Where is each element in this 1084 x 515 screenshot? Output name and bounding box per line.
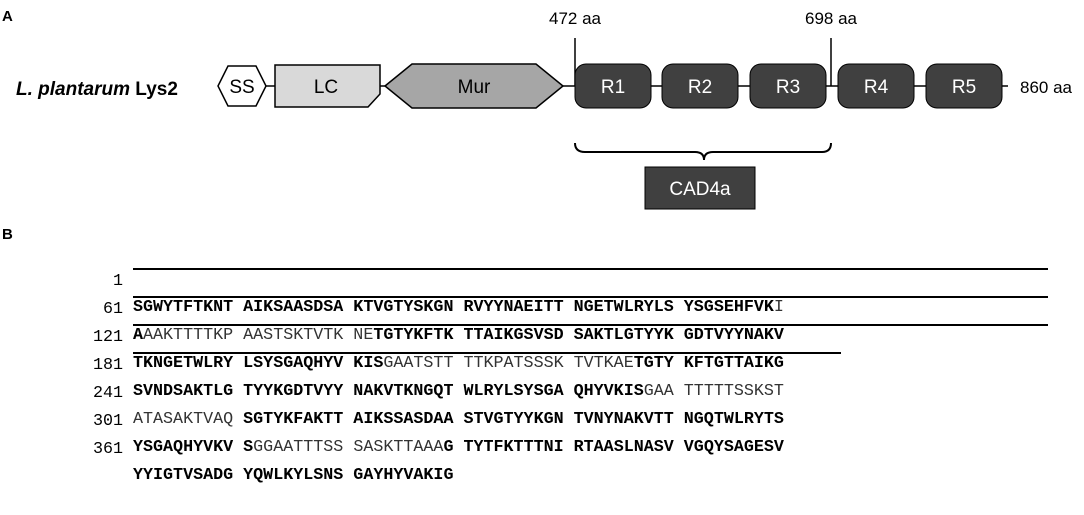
cad4a-region-underline xyxy=(133,268,1048,270)
lc-domain-label: LC xyxy=(314,77,338,98)
sequence-line: 181 SVNDSAKTLG TYYKGDTVYY NAKVTKNGQT WLR… xyxy=(0,327,784,401)
sequence-segment: YYIGTVSADG YQWLKYLSNS GAYHYVAKIG xyxy=(133,466,454,485)
ss-domain-label: SS xyxy=(229,77,254,98)
protein-label-species: L. plantarum xyxy=(16,79,130,100)
protein-label-protein: Lys2 xyxy=(130,79,178,100)
marker-698-label: 698 aa xyxy=(805,9,858,28)
r3-domain-label: R3 xyxy=(776,77,800,98)
sequence-line: 1 SGWYTFTKNT AIKSAASDSA KTVGTYSKGN RVYYN… xyxy=(0,243,784,317)
mur-domain xyxy=(383,63,565,109)
sequence-line: 301 YSGAQHYVKV SGGAATTTSS SASKTTAAAG TYT… xyxy=(0,383,784,457)
sequence-position: 241 xyxy=(92,384,123,403)
cad4a-region-underline xyxy=(133,296,1048,298)
sequence-line: 361 YYIGTVSADG YQWLKYLSNS GAYHYVAKIG xyxy=(0,411,454,485)
lc-domain xyxy=(274,64,381,108)
panel-b-letter: B xyxy=(2,226,13,243)
mur-domain-label: Mur xyxy=(458,77,491,98)
repeat-brace xyxy=(574,142,832,161)
sequence-segment: ATASAKTVAQ xyxy=(133,410,244,429)
sequence-segment: I xyxy=(773,298,784,317)
r3-domain xyxy=(749,63,827,109)
sequence-segment: A xyxy=(133,326,144,345)
sequence-segment: GGAATTTSS SASKTTAAA xyxy=(253,438,444,457)
sequence-segment: SVNDSAKTLG TYYKGDTVYY NAKVTKNGQT WLRYLSY… xyxy=(133,382,644,401)
sequence-segment: G TYTFKTTTNI RTAASLNASV VGQYSAGESV xyxy=(443,438,784,457)
cad4a-construct xyxy=(644,166,756,210)
r2-domain-label: R2 xyxy=(688,77,712,98)
sequence-position: 1 xyxy=(112,272,123,291)
protein-label: L. plantarum Lys2 xyxy=(16,79,178,100)
sequence-segment: TGTY KFTGTTAIKG xyxy=(633,354,784,373)
sequence-segment: SGWYTFTKNT AIKSAASDSA KTVGTYSKGN RVYYNAE… xyxy=(133,298,774,317)
sequence-segment: YSGAQHYVKV S xyxy=(133,438,254,457)
r5-domain-label: R5 xyxy=(952,77,976,98)
sequence-residues: ATASAKTVAQ SGTYKFAKTT AIKSSASDAA STVGTYY… xyxy=(133,407,784,433)
sequence-position: 181 xyxy=(92,356,123,375)
r1-domain xyxy=(574,63,652,109)
panel-a-letter: A xyxy=(2,8,13,25)
ss-domain xyxy=(217,65,267,107)
marker-860-label: 860 aa xyxy=(1020,78,1073,97)
sequence-line: 121 TKNGETWLRY LSYSGAQHYV KISGAATSTT TTK… xyxy=(0,299,784,373)
sequence-residues: SGWYTFTKNT AIKSAASDSA KTVGTYSKGN RVYYNAE… xyxy=(133,295,784,321)
sequence-position: 61 xyxy=(102,300,123,319)
r4-domain xyxy=(837,63,915,109)
cad4a-label: CAD4a xyxy=(669,179,731,200)
sequence-segment: SGTYKFAKTT AIKSSASDAA STVGTYYKGN TVNYNAK… xyxy=(243,410,784,429)
r5-domain xyxy=(925,63,1003,109)
sequence-residues: YSGAQHYVKV SGGAATTTSS SASKTTAAAG TYTFKTT… xyxy=(133,435,784,461)
sequence-residues: TKNGETWLRY LSYSGAQHYV KISGAATSTT TTKPATS… xyxy=(133,351,784,377)
sequence-segment: GAA TTTTTSSKST xyxy=(643,382,784,401)
sequence-line: 61 AAAKTTTTKP AASTSKTVTK NETGTYKFTK TTAI… xyxy=(0,271,784,345)
sequence-position: 121 xyxy=(92,328,123,347)
marker-472-label: 472 aa xyxy=(549,9,602,28)
sequence-segment: TGTYKFTK TTAIKGSVSD SAKTLGTYYK GDTVYYNAK… xyxy=(373,326,784,345)
r4-domain-label: R4 xyxy=(864,77,889,98)
r1-domain-label: R1 xyxy=(601,77,625,98)
cad4a-region-underline xyxy=(133,352,841,354)
sequence-residues: SVNDSAKTLG TYYKGDTVYY NAKVTKNGQT WLRYLSY… xyxy=(133,379,784,405)
sequence-position: 361 xyxy=(92,440,123,459)
sequence-residues: AAAKTTTTKP AASTSKTVTK NETGTYKFTK TTAIKGS… xyxy=(133,323,784,349)
cad4a-region-underline xyxy=(133,324,1048,326)
sequence-segment: GAATSTT TTKPATSSSK TVTKAE xyxy=(383,354,634,373)
sequence-residues: YYIGTVSADG YQWLKYLSNS GAYHYVAKIG xyxy=(133,463,453,489)
sequence-position: 301 xyxy=(92,412,123,431)
sequence-line: 241 ATASAKTVAQ SGTYKFAKTT AIKSSASDAA STV… xyxy=(0,355,784,429)
sequence-segment: AAKTTTTKP AASTSKTVTK NE xyxy=(143,326,374,345)
sequence-segment: TKNGETWLRY LSYSGAQHYV KIS xyxy=(133,354,384,373)
domain-architecture-diagram: L. plantarum Lys2 SS LC Mur 472 aa 698 a… xyxy=(16,9,1073,210)
r2-domain xyxy=(661,63,739,109)
